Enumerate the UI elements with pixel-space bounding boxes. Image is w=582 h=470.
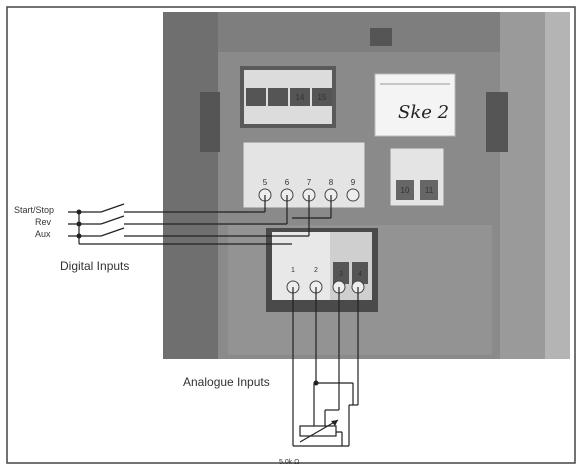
aux-label: Aux [35, 229, 51, 239]
terminal-label: 11 [425, 186, 434, 195]
outer-border [6, 6, 576, 464]
small-connector [370, 28, 392, 46]
sticker-text: Ske 2 [398, 102, 449, 123]
digital-input-wiring [68, 195, 332, 245]
start-stop-label: Start/Stop [14, 205, 54, 215]
rev-label: Rev [35, 217, 52, 227]
terminal-block-top: 14 15 [240, 66, 336, 128]
terminal-label: 3 [339, 271, 343, 278]
terminal-label: 9 [351, 178, 356, 187]
terminal-block-middle-right: 10 11 [389, 147, 445, 207]
terminal-label: 5 [263, 178, 268, 187]
terminal-block-middle-left: 5 6 7 8 9 [242, 141, 366, 209]
terminal-label: 10 [401, 186, 410, 195]
terminal-label: 15 [318, 93, 327, 102]
terminal-label: 6 [285, 178, 290, 187]
analogue-inputs-label: Analogue Inputs [183, 375, 270, 389]
sticker: Ske 2 [374, 73, 456, 137]
switch-nodes [76, 209, 82, 239]
terminal-label: 1 [291, 267, 295, 274]
terminal-label: 2 [314, 267, 318, 274]
junction-dot [313, 380, 319, 386]
terminal-label: 8 [329, 178, 334, 187]
digital-inputs-label: Digital Inputs [60, 259, 129, 273]
terminal-label: 4 [358, 271, 362, 278]
terminal-label: 7 [307, 178, 312, 187]
terminal-block-bottom: 1 2 3 4 [266, 228, 378, 312]
potentiometer-icon [299, 419, 339, 443]
resistance-label: 5.0k Ω [279, 459, 299, 466]
terminal-label: 14 [296, 93, 305, 102]
